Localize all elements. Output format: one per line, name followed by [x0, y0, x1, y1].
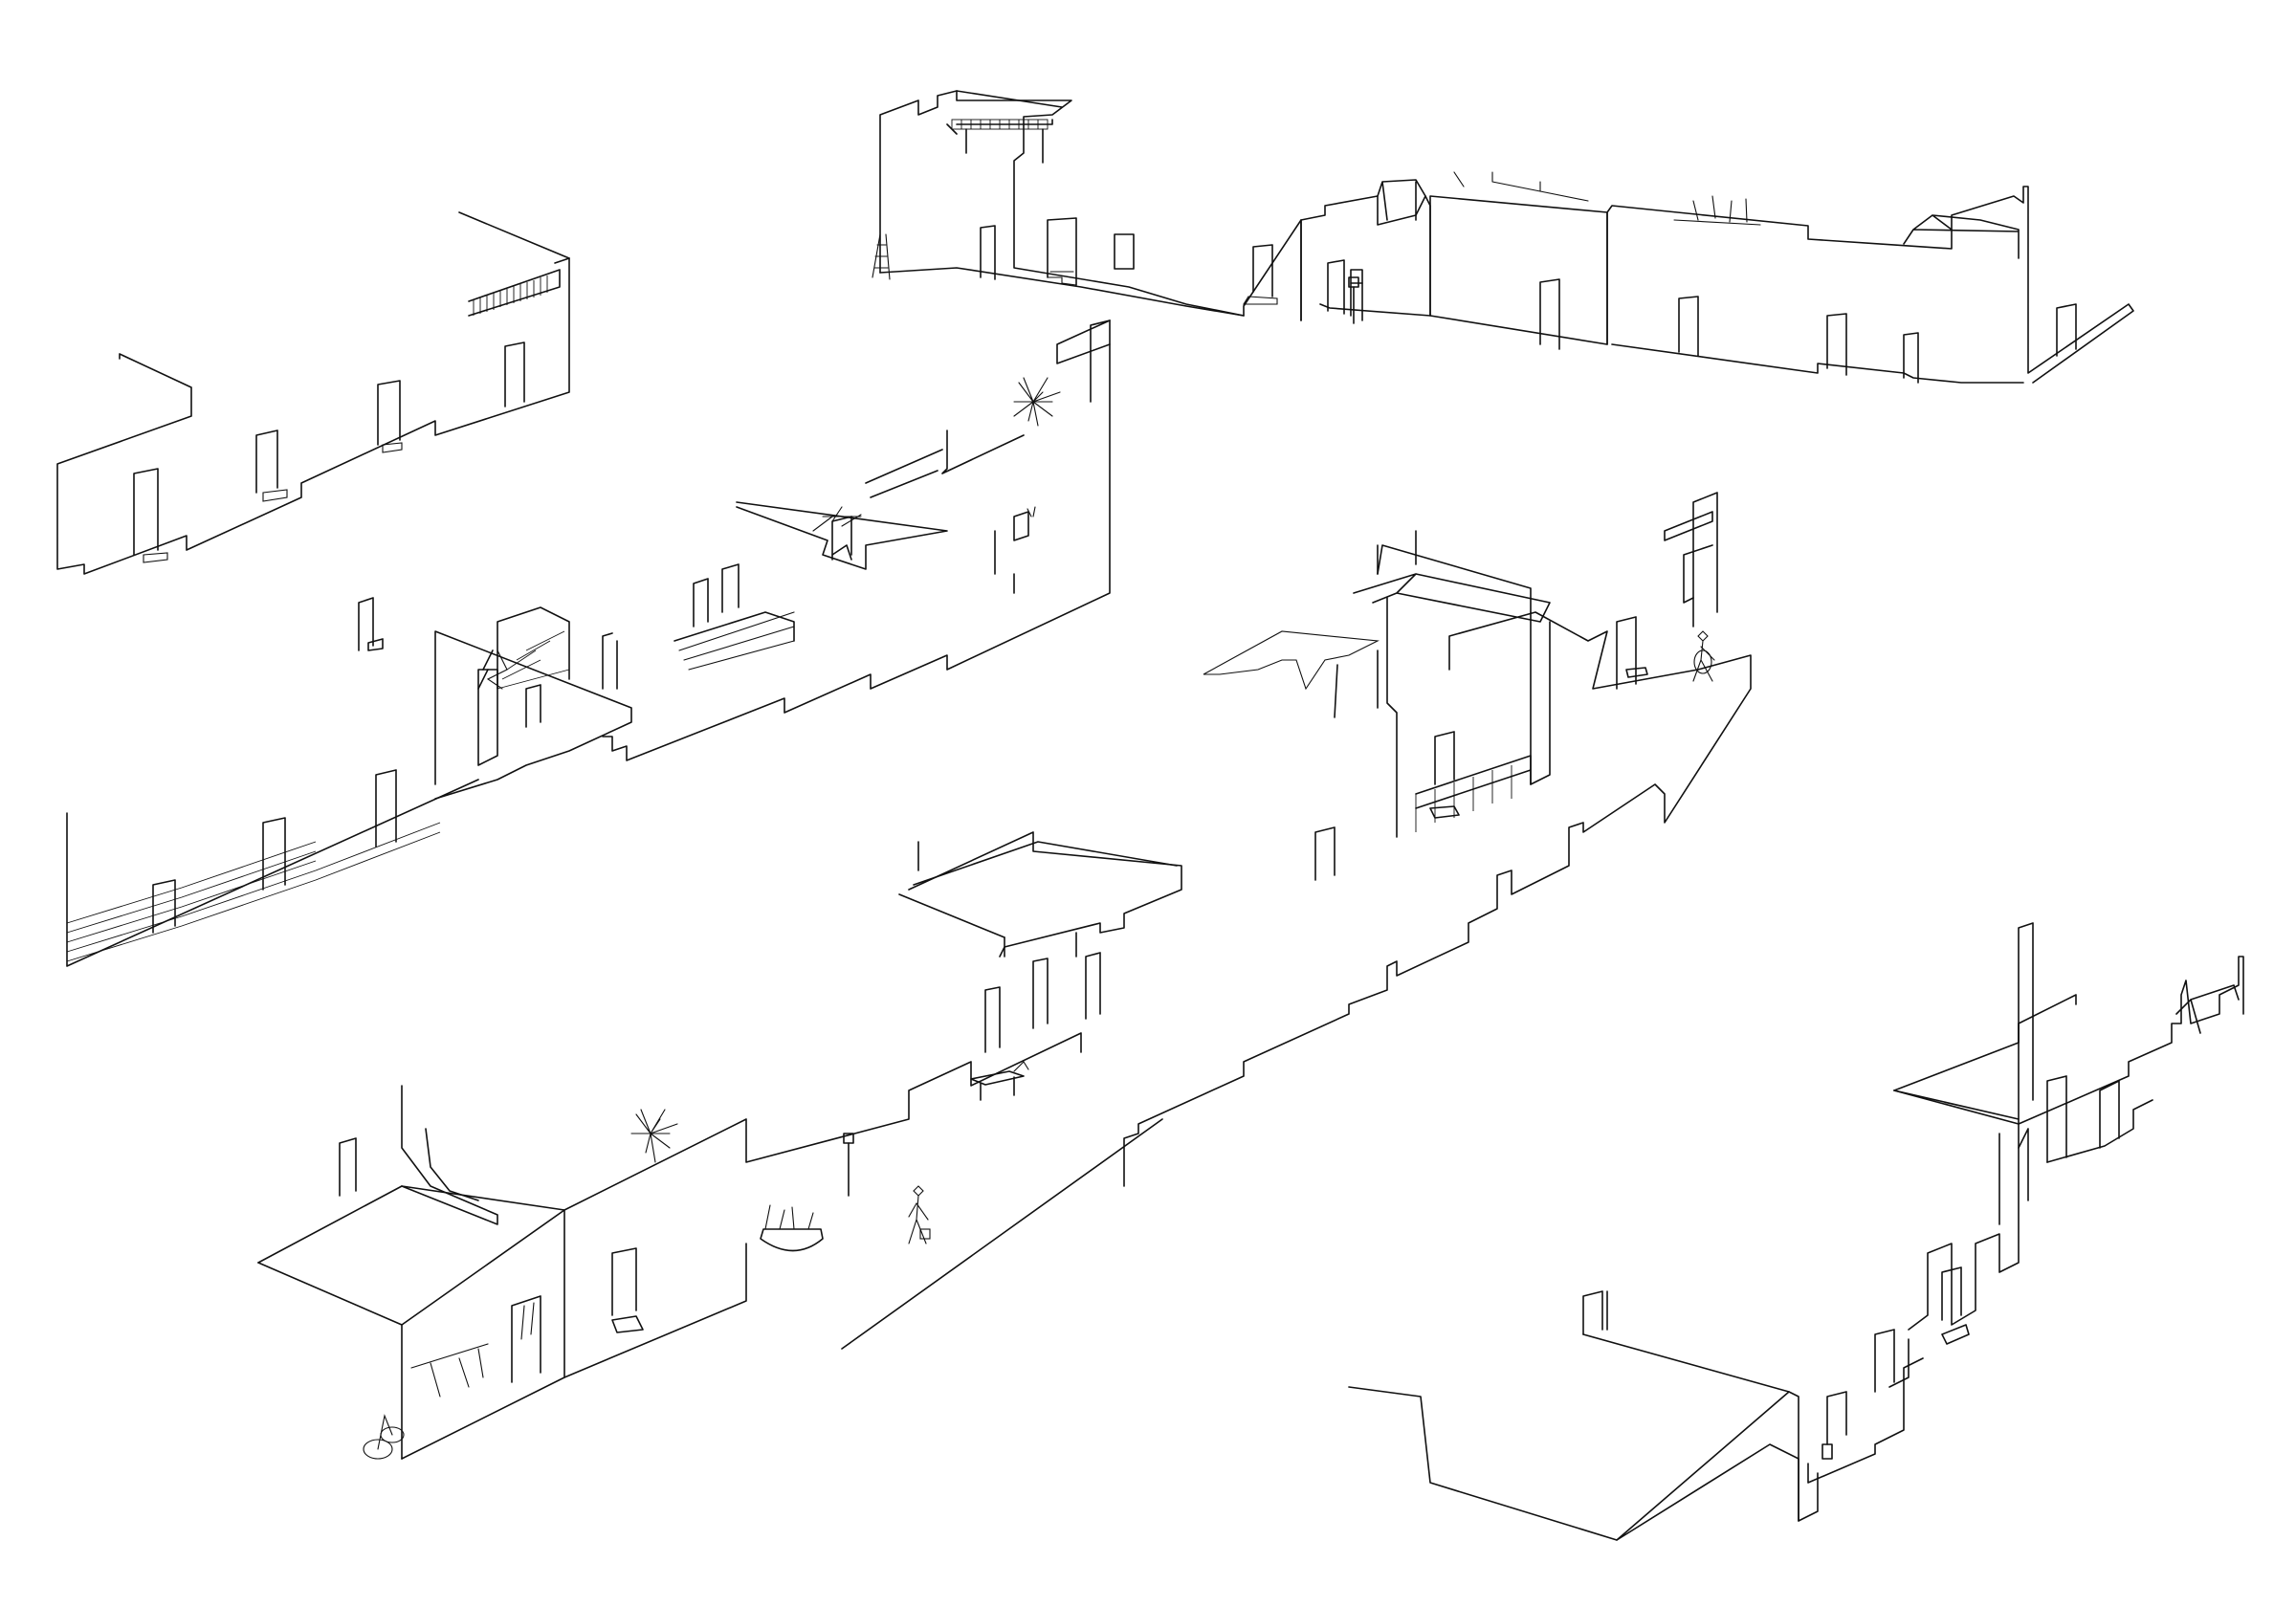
middle-center-building-row: [898, 492, 1752, 1187]
top-center-building-row: [872, 90, 2134, 384]
middle-left-building-row: [66, 319, 1111, 967]
street-and-figures: [760, 276, 1715, 1350]
bottom-left-building-row: [257, 1032, 1082, 1460]
vegetation-details: [486, 377, 1061, 1163]
top-left-building-row: [56, 211, 570, 575]
bottom-right-building-rows: [1348, 922, 2244, 1541]
